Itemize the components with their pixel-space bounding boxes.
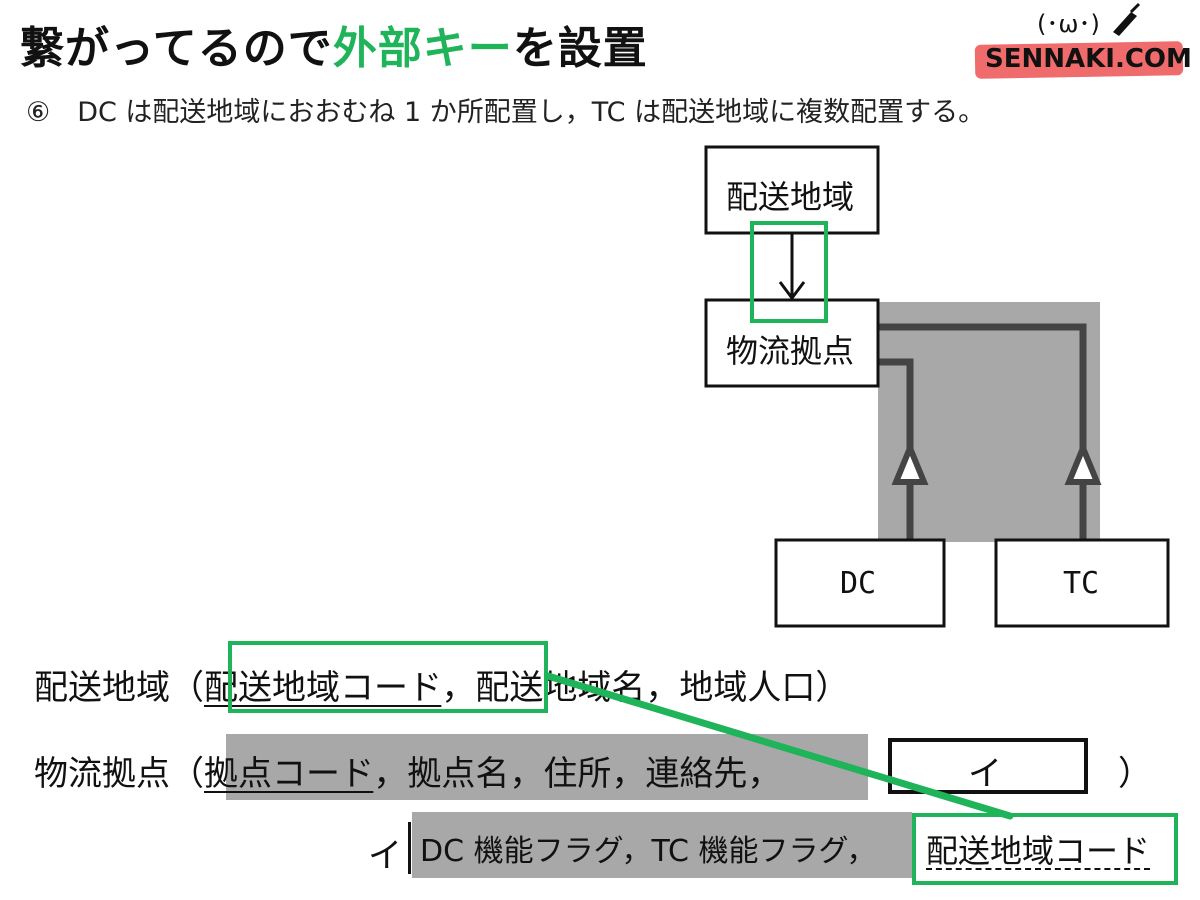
primary-key: 拠点コード (204, 754, 374, 794)
primary-key: 配送地域コード (204, 668, 442, 708)
entity-tc-label: TC (1063, 566, 1100, 601)
entity-box-base (704, 298, 880, 388)
pk-highlight (228, 641, 548, 713)
page-title: 繋がってるので外部キーを設置 (20, 12, 648, 76)
site-logo[interactable]: (･ω･) SENNAKI.COM (965, 0, 1195, 90)
fk-highlight (912, 813, 1178, 885)
attribute-list: ，拠点名，住所，連絡先， (373, 754, 782, 794)
blank-i-label: イ (968, 754, 1002, 794)
relation-highlight (750, 221, 828, 323)
brush-icon (1113, 2, 1141, 36)
entity-box-dc (774, 538, 946, 628)
relation-name: 配送地域（ (34, 668, 204, 708)
close-paren: ） (1118, 754, 1152, 794)
row3-divider (408, 822, 411, 874)
entity-region-label: 配送地域 (726, 178, 855, 216)
relation-name: 物流拠点（ (34, 754, 204, 794)
tc-subtype-triangle (1064, 440, 1102, 485)
foreign-key: 配送地域コード (926, 832, 1151, 870)
entity-base-label: 物流拠点 (726, 332, 855, 370)
entity-dc-label: DC (840, 566, 877, 601)
row3-items: DC 機能フラグ，TC 機能フラグ， (420, 834, 877, 869)
entity-box-region (704, 145, 880, 235)
title-highlight: 外部キー (332, 23, 513, 74)
schema-row-base: 物流拠点（拠点コード，拠点名，住所，連絡先， (34, 746, 781, 795)
problem-statement: ⑥ DC は配送地域におおむね 1 か所配置し，TC は配送地域に複数配置する。 (26, 97, 986, 128)
arrow-head (778, 281, 806, 301)
title-part-1: 繋がってるので (20, 23, 333, 74)
entity-box-tc (994, 538, 1170, 628)
logo-face: (･ω･) (1037, 10, 1100, 38)
title-part-3: を設置 (512, 23, 648, 74)
logo-brand-text: SENNAKI.COM (985, 44, 1192, 74)
diagram-highlight (878, 302, 1100, 542)
row3-label: イ (368, 836, 402, 876)
dc-subtype-triangle (891, 440, 929, 485)
row3-highlight (412, 812, 912, 878)
